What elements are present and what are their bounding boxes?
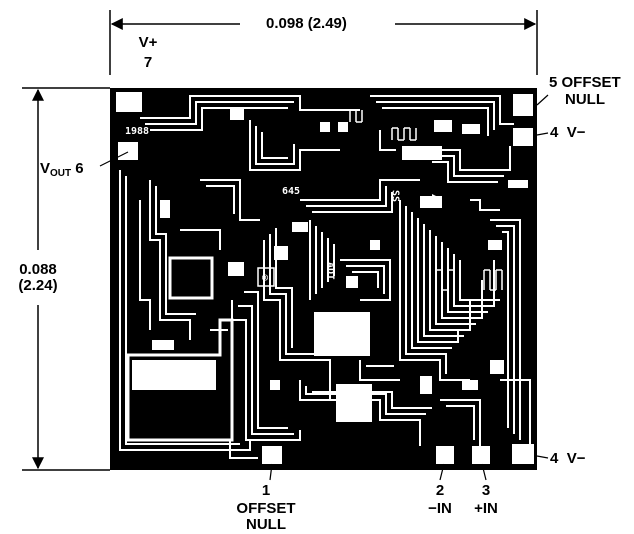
pin-label-vminus-bottom: 4 V−	[550, 451, 585, 467]
pin-offset-null-top-line2: NULL	[565, 91, 605, 108]
bond-pad-vplus	[116, 92, 142, 112]
pin-label-vplus: V+ 7	[128, 35, 168, 71]
pin-minus-in-name: −IN	[428, 500, 452, 517]
pin-vout-name: V	[40, 160, 51, 177]
metal-plate-center	[314, 312, 370, 356]
bond-pad-vminus-bottom	[512, 444, 534, 464]
pin-label-offset-null-top: 5 OFFSET	[549, 75, 621, 91]
pin-offset-null-bottom-number: 1	[261, 482, 271, 499]
die-outline	[110, 88, 537, 470]
pin-offset-null-top-number: 5	[549, 74, 558, 91]
die-mark-year: 1988	[125, 126, 149, 137]
bond-pad-offset-null-bottom	[262, 446, 282, 464]
die-mark-side: SS	[390, 190, 401, 202]
pin-offset-null-top-line1: OFFSET	[561, 74, 621, 91]
pin-vout-number: 6	[75, 160, 84, 177]
pin-vminus-bottom-number: 4	[550, 450, 559, 467]
pin-plus-in-number: 3	[481, 482, 491, 499]
pin-vout-subscript: OUT	[50, 168, 72, 179]
metal-plate-left	[168, 256, 214, 300]
pin-vminus-top-number: 4	[550, 124, 559, 141]
height-dimension-value: 0.088	[19, 261, 57, 278]
height-dimension	[22, 87, 110, 471]
pin-vminus-bottom-name: V−	[566, 450, 586, 467]
bond-pad-plus-in	[472, 446, 490, 464]
metal-traces	[119, 95, 531, 459]
pin-offset-null-bottom-line2: NULL	[246, 516, 286, 533]
die-markings: ® 1988 645 ADI SS	[125, 126, 440, 287]
bond-pad-vout	[118, 142, 138, 160]
pin-vminus-top-name: V−	[566, 124, 586, 141]
width-dimension-label: 0.098 (2.49)	[266, 15, 347, 32]
pin-offset-null-bottom-line1: OFFSET	[236, 500, 296, 517]
pin-label-vminus-top: 4 V−	[550, 125, 585, 141]
bond-pad-vminus-top	[513, 128, 533, 146]
die-mark-part: 645	[282, 186, 300, 197]
pin-label-minus-in: 2 −IN	[418, 483, 462, 517]
pin-vplus-name: V+	[138, 34, 158, 51]
serpentine-resistors	[349, 109, 503, 291]
height-dimension-label: 0.088 (2.24)	[8, 262, 68, 294]
pin-plus-in-name: +IN	[474, 500, 498, 517]
bond-pad-offset-null-top	[513, 94, 533, 116]
pin-label-vout: VOUT 6	[40, 161, 84, 182]
pin-label-plus-in: 3 +IN	[464, 483, 508, 517]
width-dimension	[109, 10, 538, 75]
die-mark-logo: ADI	[325, 262, 336, 280]
height-dimension-mm: (2.24)	[18, 277, 58, 294]
transistor-cells	[152, 108, 528, 394]
die-chip: ® 1988 645 ADI SS	[110, 88, 537, 470]
pin-leader-lines	[99, 94, 549, 481]
svg-text:®: ®	[262, 273, 269, 284]
bond-pad-minus-in	[436, 446, 454, 464]
pin-minus-in-number: 2	[435, 482, 445, 499]
pin-label-offset-null-bottom: 1 OFFSET NULL	[230, 483, 302, 533]
pin-vplus-number: 7	[143, 54, 153, 71]
metal-plate-lower	[132, 360, 216, 390]
